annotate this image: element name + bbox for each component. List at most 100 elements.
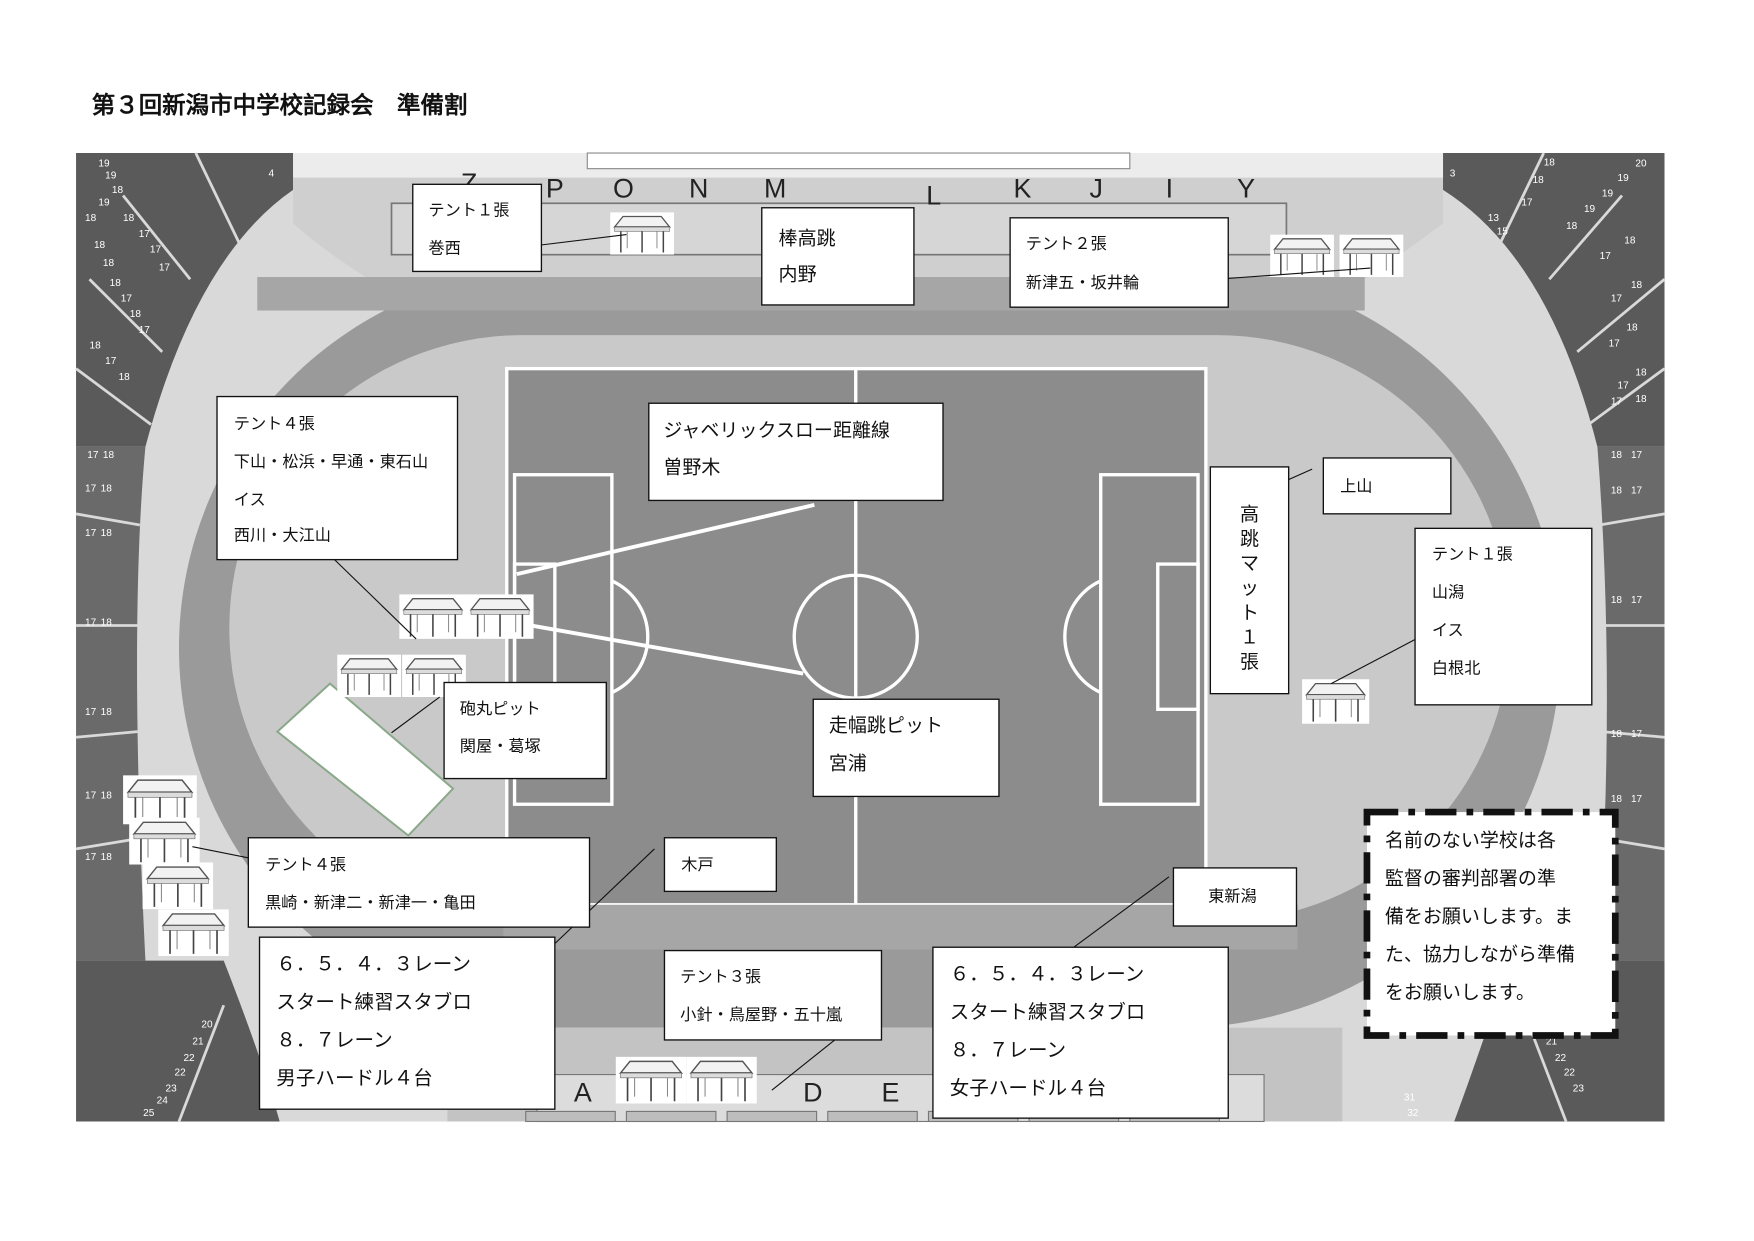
seat-number: 17: [85, 618, 97, 629]
seat-number: 17: [1521, 198, 1533, 209]
seat-number: 17: [1631, 486, 1643, 497]
seat-number: 18: [1611, 794, 1623, 805]
callout-label: 宮浦: [829, 753, 867, 775]
callout-label: 棒高跳: [779, 228, 836, 250]
seat-number: 23: [166, 1083, 178, 1094]
gate-letter: M: [764, 174, 786, 204]
tent-icon: [466, 594, 533, 639]
seat-number: 17: [1609, 338, 1621, 349]
callout-high-jump-mat: 高跳マット１張: [1210, 467, 1288, 694]
top-seat-strip: [587, 153, 1130, 169]
seat-number: 18: [101, 791, 113, 802]
seat-number: 3: [1450, 168, 1456, 179]
callout-tent4-lower: テント４張 黒崎・新津二・新津一・亀田: [248, 838, 589, 927]
seat-number: 17: [87, 450, 99, 461]
gate-letter: J: [1090, 174, 1103, 204]
callout-label: ８．７レーン: [276, 1029, 392, 1052]
seat-number: 32: [1407, 1108, 1419, 1119]
seat-number: 18: [1635, 367, 1647, 378]
callout-label: 山潟: [1432, 583, 1464, 602]
gate-letter: D: [803, 1077, 822, 1107]
callout-tent2: テント２張 新津五・坂井輪: [1010, 218, 1228, 307]
seat-number: 17: [85, 707, 97, 718]
seat-number: 17: [1631, 595, 1643, 606]
callout-label: イス: [1432, 621, 1464, 640]
seat-number: 17: [85, 852, 97, 863]
callout-pole-vault: 棒高跳 内野: [762, 208, 914, 305]
seat-number: 18: [1626, 323, 1638, 334]
callout-label: 砲丸ピット: [460, 699, 541, 718]
note-box: 名前のない学校は各 監督の審判部署の準 備をお願いします。ま た、協力しながら準…: [1367, 812, 1615, 1035]
seat-number: 17: [85, 483, 97, 494]
seat-number: 22: [175, 1068, 187, 1079]
tent-icon: [1302, 679, 1369, 724]
seat-number: 18: [1611, 595, 1623, 606]
tent-icon: [1340, 235, 1404, 277]
callout-shot-put: 砲丸ピット 関屋・葛塚: [444, 682, 606, 778]
callout-long-jump: 走幅跳ピット 宮浦: [813, 699, 999, 796]
seat-number: 18: [101, 618, 113, 629]
seat-number: 22: [1555, 1053, 1567, 1064]
callout-label: ６．５．４．３レーン: [950, 963, 1145, 986]
callout-kamiyama: 上山: [1323, 458, 1451, 514]
gate-letter: I: [1166, 174, 1173, 204]
seat-number: 17: [1631, 794, 1643, 805]
seat-number: 18: [101, 707, 113, 718]
callout-lanes-boys: ６．５．４．３レーン スタート練習スタブロ ８．７レーン 男子ハードル４台: [260, 937, 555, 1109]
callout-label: 走幅跳ピット: [829, 715, 943, 737]
callout-label: 新津五・坂井輪: [1026, 273, 1139, 292]
tent-icon: [123, 775, 197, 824]
seat-number: 20: [1635, 158, 1647, 169]
gate-letter: K: [1013, 174, 1031, 204]
callout-label: スタート練習スタブロ: [276, 991, 472, 1014]
seat-number: 19: [105, 171, 117, 182]
seat-number: 18: [1635, 394, 1647, 405]
callout-vertical-label: 高跳マット１張: [1240, 504, 1259, 673]
gate-letter: A: [574, 1077, 592, 1107]
callout-label: 下山・松浜・早通・東石山: [234, 452, 428, 471]
seat-number: 19: [98, 198, 110, 209]
seat-number: 17: [139, 229, 151, 240]
callout-javelin: ジャベリックスロー距離線 曽野木: [649, 403, 943, 500]
seat-number: 17: [85, 528, 97, 539]
seat-number: 17: [150, 244, 162, 255]
seat-number: 17: [1611, 294, 1623, 305]
callout-tent4-upper: テント４張 下山・松浜・早通・東石山 イス 西川・大江山: [217, 397, 458, 560]
seat-number: 24: [157, 1096, 169, 1107]
callout-label: 黒崎・新津二・新津一・亀田: [265, 893, 476, 912]
callout-label: ８．７レーン: [950, 1039, 1066, 1062]
seat-number: 18: [101, 528, 113, 539]
callout-label: テント４張: [234, 414, 315, 433]
seat-number: 18: [119, 372, 131, 383]
tent-icon: [337, 655, 401, 697]
seat-number: 17: [159, 262, 171, 273]
callout-label: 女子ハードル４台: [950, 1077, 1107, 1100]
callout-label: テント１張: [1432, 545, 1513, 564]
callout-label: イス: [234, 490, 266, 509]
tent-icon: [616, 1057, 686, 1104]
seat-number: 18: [1611, 450, 1623, 461]
callout-label: テント４張: [265, 855, 346, 874]
callout-label: 男子ハードル４台: [276, 1067, 433, 1090]
seat-number: 18: [1544, 157, 1556, 168]
callout-label: スタート練習スタブロ: [950, 1001, 1146, 1024]
tent-icon: [143, 862, 213, 909]
callout-label: 小針・鳥屋野・五十嵐: [680, 1005, 842, 1024]
seat-number: 18: [103, 450, 115, 461]
tent-icon: [158, 909, 228, 956]
callout-tent3: テント３張 小針・鳥屋野・五十嵐: [664, 951, 881, 1040]
gate-letter: Y: [1237, 174, 1255, 204]
seat-number: 18: [1611, 486, 1623, 497]
seat-number: 17: [121, 294, 133, 305]
callout-label: 木戸: [681, 855, 713, 874]
tent-icon: [1270, 235, 1334, 277]
seat-number: 15: [1497, 227, 1509, 238]
seat-number: 18: [89, 341, 101, 352]
seat-number: 22: [183, 1053, 195, 1064]
gate-letter: L: [926, 180, 941, 210]
callout-label: テント３張: [680, 967, 761, 986]
seat-number: 18: [101, 483, 113, 494]
seat-number: 13: [1488, 213, 1500, 224]
gate-letter: E: [881, 1077, 899, 1107]
